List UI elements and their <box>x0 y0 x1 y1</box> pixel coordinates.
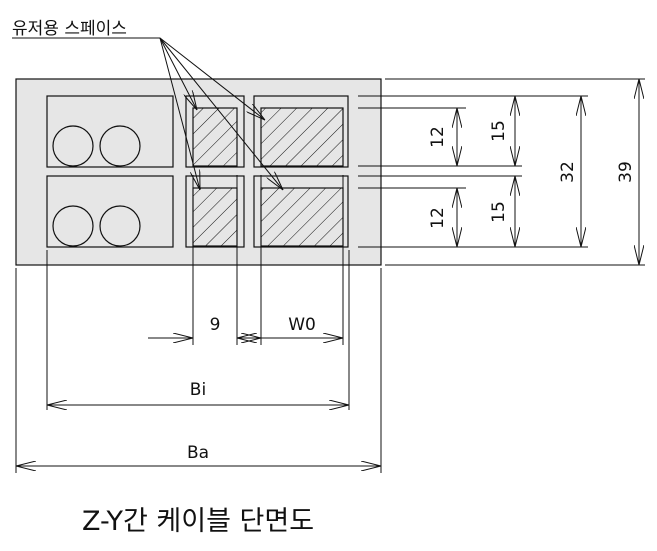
slot-top-left <box>185 95 245 168</box>
dim-15-bottom: 15 <box>489 201 509 223</box>
height-extension-lines <box>358 78 645 266</box>
conductor-bottom-left <box>52 205 94 247</box>
conductor-top-left <box>52 125 94 167</box>
user-space-leaders <box>159 37 283 190</box>
user-space-top-right <box>260 107 344 167</box>
slot-bottom-left <box>185 175 245 248</box>
dim-bi: Bi <box>190 380 206 400</box>
height-dimension-lines <box>457 79 639 265</box>
dim-w0: W0 <box>288 315 316 335</box>
conductor-bottom-right <box>99 205 141 247</box>
slot-bottom-right <box>253 175 349 248</box>
conductor-compartment-bottom <box>46 175 174 248</box>
slot-top-right <box>253 95 349 168</box>
conductor-top-right <box>99 125 141 167</box>
diagram-caption: Z-Y간 케이블 단면도 <box>82 506 314 537</box>
dim-32: 32 <box>558 161 578 183</box>
dim-39: 39 <box>616 161 636 183</box>
user-space-label: 유저용 스페이스 <box>12 19 127 39</box>
conductor-compartment-top <box>46 95 174 168</box>
width-dimension-lines <box>16 338 381 466</box>
dim-9: 9 <box>210 315 221 335</box>
dim-15-top: 15 <box>489 120 509 142</box>
dim-12-top: 12 <box>428 126 448 148</box>
user-space-bottom-left <box>192 187 238 247</box>
user-space-bottom-right <box>260 187 344 247</box>
width-extension-lines <box>15 175 382 473</box>
dim-ba: Ba <box>187 443 209 463</box>
dim-12-bottom: 12 <box>428 207 448 229</box>
user-space-top-left <box>192 107 238 167</box>
